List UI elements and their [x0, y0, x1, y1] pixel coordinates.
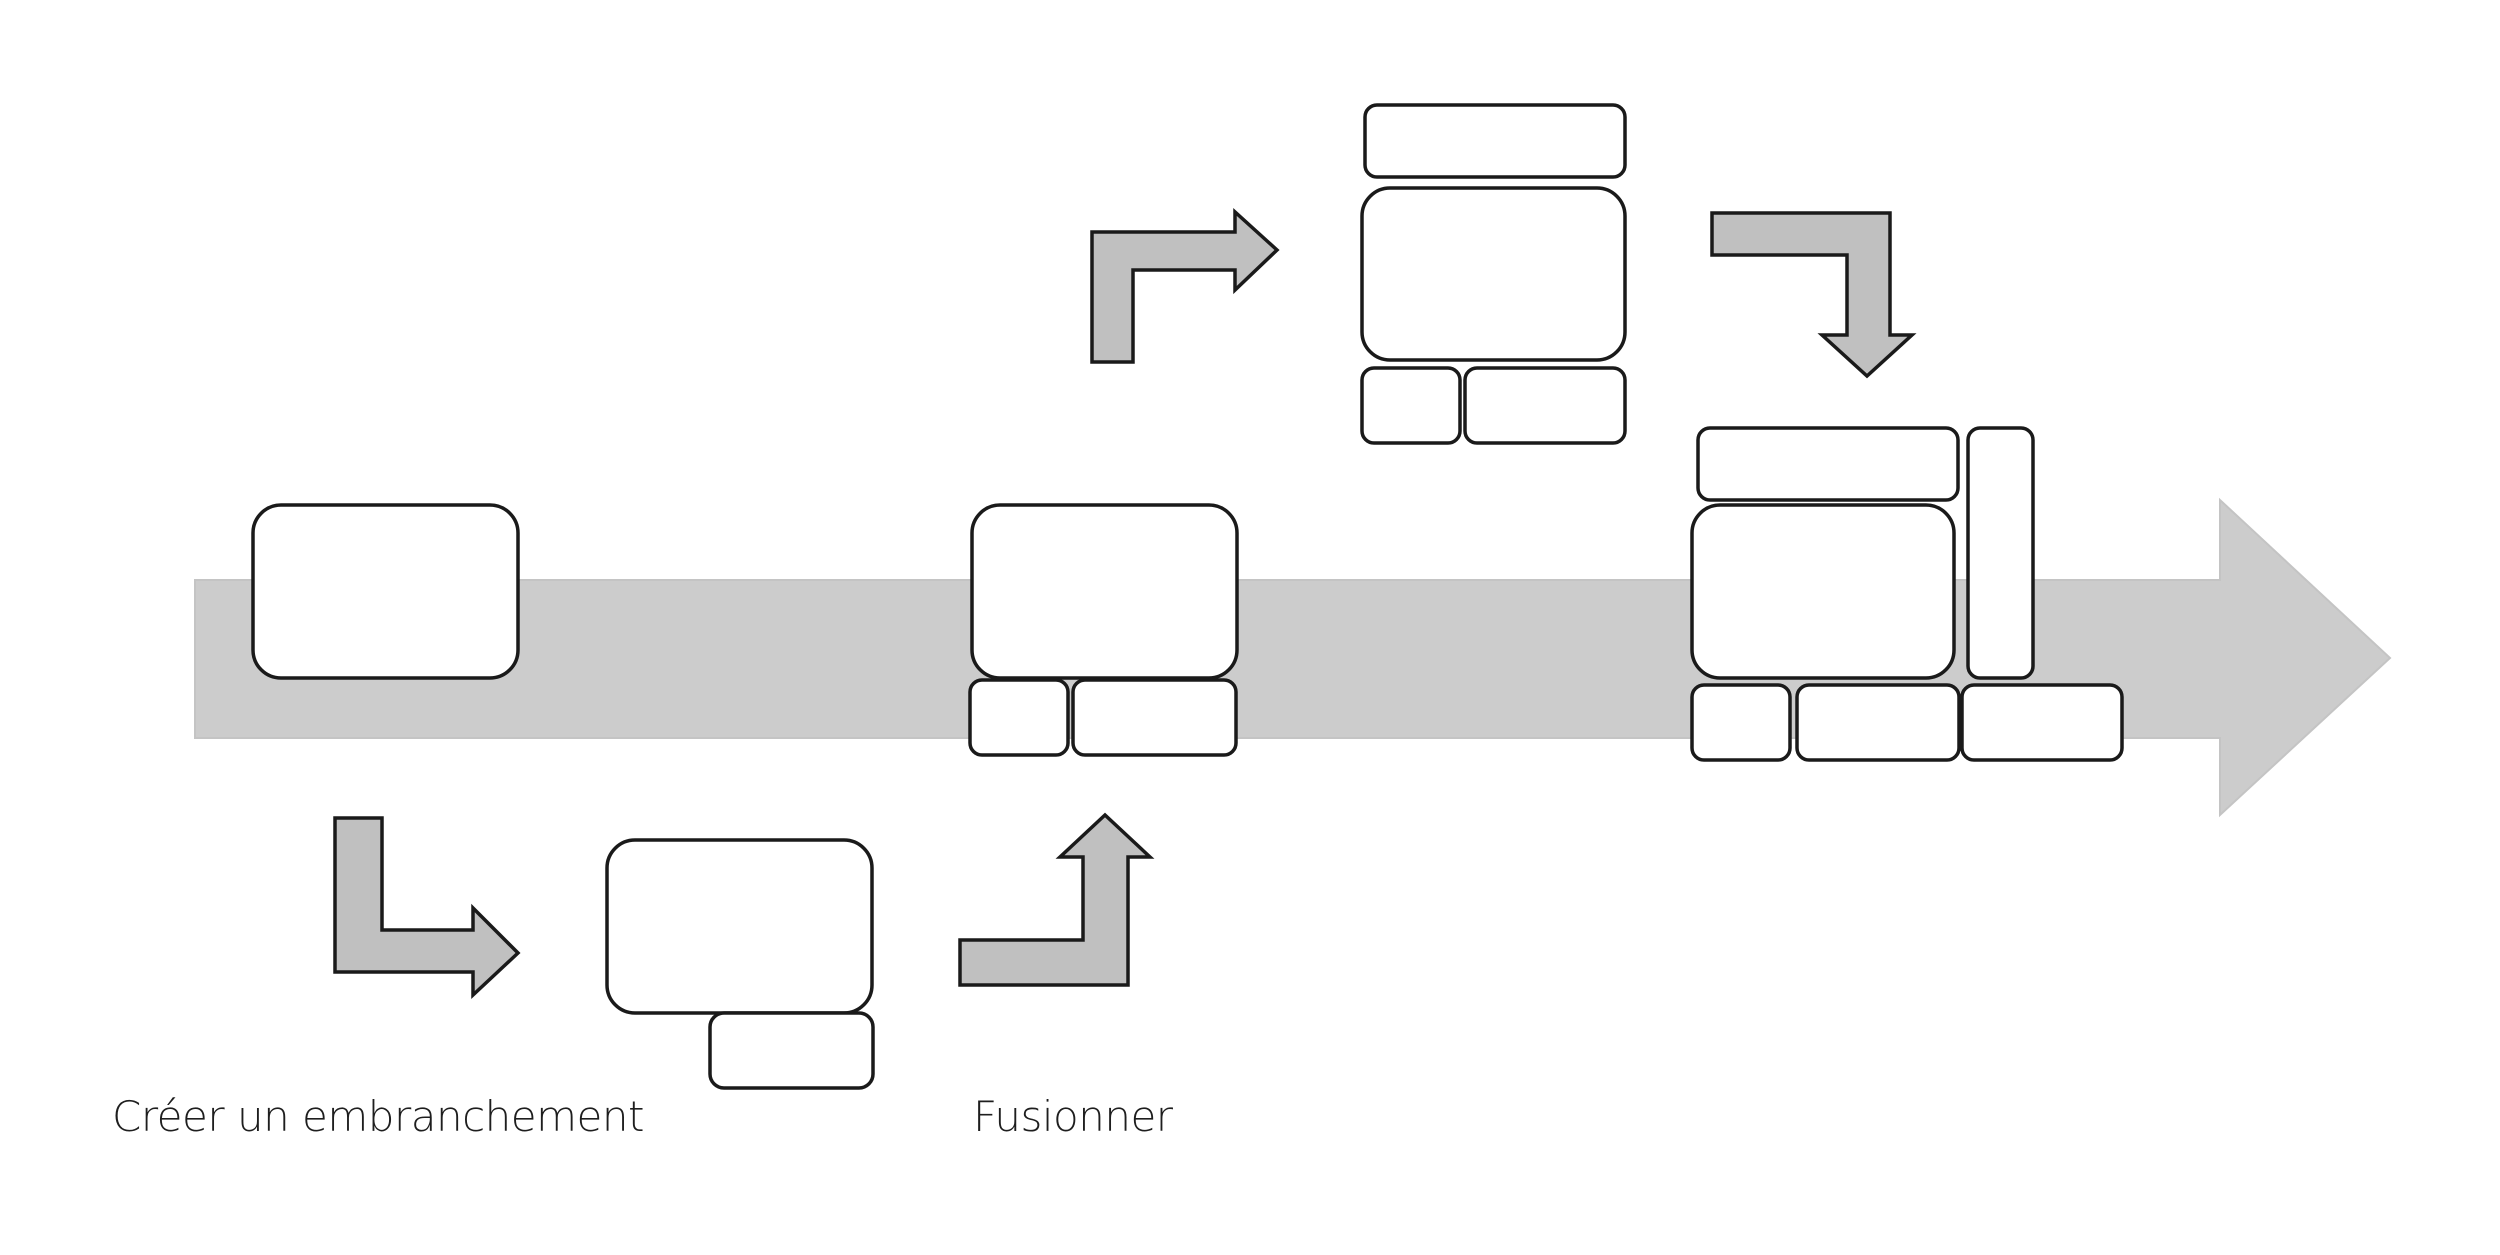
upper-block-main — [1360, 186, 1627, 362]
upper-block-small — [1360, 366, 1462, 445]
upper-merge-arrow — [1710, 211, 1917, 379]
upper-block-wide — [1463, 366, 1627, 445]
initial-block — [251, 503, 520, 680]
final-block-main — [1690, 503, 1956, 680]
merged-block-small — [968, 678, 1070, 757]
merged-block-main — [970, 503, 1239, 680]
branch-block-new — [708, 1011, 875, 1090]
branch-label: Créer un embranchement — [112, 1092, 645, 1141]
final-block-right — [1960, 683, 2124, 762]
final-block-top — [1696, 426, 1960, 502]
merge-label: Fusionner — [973, 1092, 1173, 1141]
merged-block-wide — [1071, 678, 1238, 757]
branch-block-main — [605, 838, 874, 1015]
final-block-side — [1966, 426, 2035, 680]
final-block-mid — [1795, 683, 1961, 762]
upper-block-top — [1363, 103, 1627, 179]
timeline-arrow — [194, 497, 2392, 818]
branch-arrow — [333, 816, 521, 1000]
upper-branch-arrow — [1090, 208, 1280, 364]
final-block-small — [1690, 683, 1792, 762]
merge-arrow — [958, 812, 1155, 987]
